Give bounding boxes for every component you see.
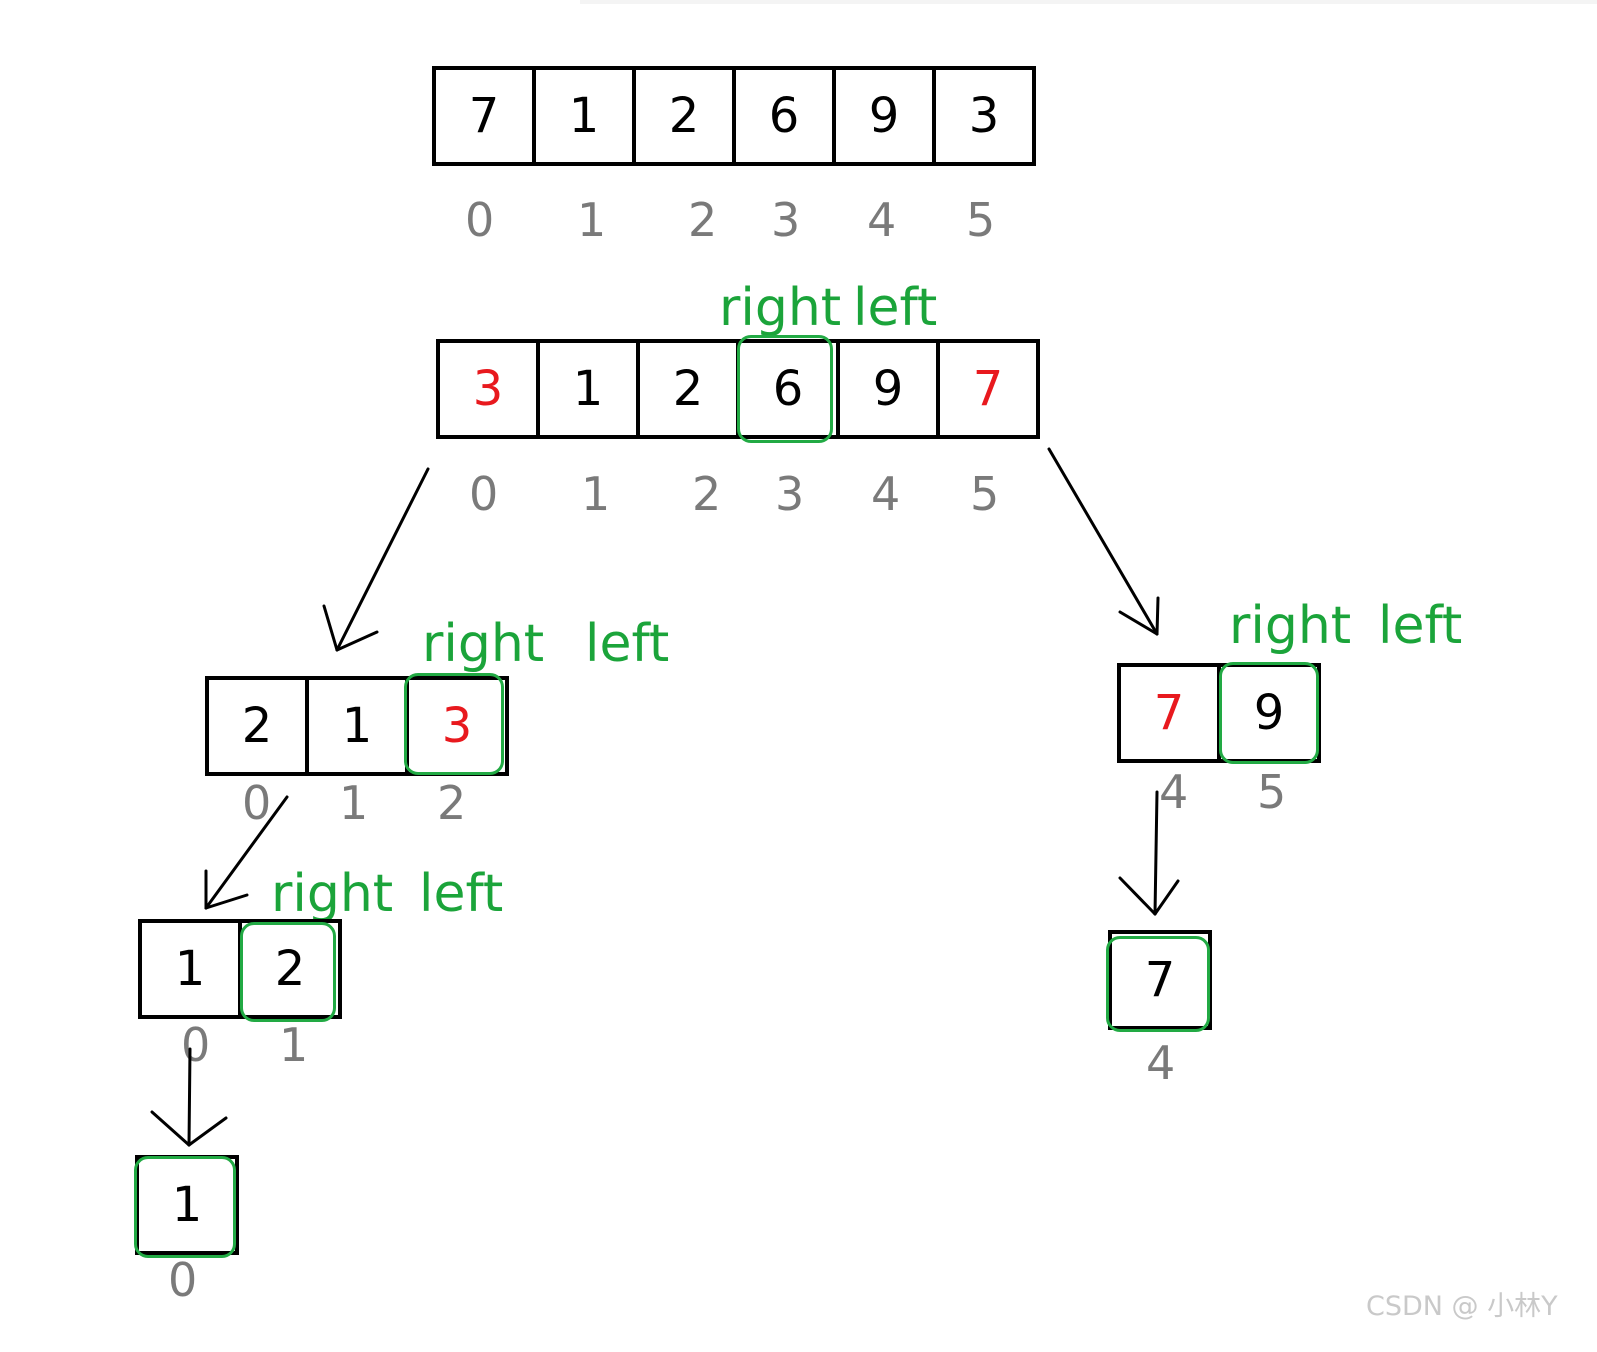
second-array-index: 1 — [581, 467, 611, 521]
arrow-to-leaf-left — [150, 1047, 228, 1147]
second-array-index: 5 — [970, 467, 1000, 521]
second-array-cell: 1 — [540, 343, 640, 435]
left-pointer-label: left — [585, 614, 670, 674]
arrow-to-left-subarray-2 — [204, 795, 289, 910]
leaf-right: 7 — [1108, 930, 1212, 1030]
leaf-right-cell: 7 — [1112, 934, 1212, 1026]
leaf-left-index: 0 — [168, 1253, 198, 1307]
right-subarray-cell: 9 — [1221, 667, 1321, 759]
second-array-index: 4 — [871, 467, 901, 521]
pivot-highlight — [404, 673, 504, 775]
top-array-index: 3 — [771, 193, 801, 247]
left-subarray-cell: 1 — [309, 680, 409, 772]
pivot-highlight — [134, 1156, 236, 1258]
top-edge-shade — [580, 0, 1597, 4]
pivot-highlight — [1106, 936, 1210, 1032]
right-subarray-index: 4 — [1159, 765, 1189, 819]
left-pointer-label: left — [853, 278, 938, 338]
leaf-right-index: 4 — [1146, 1036, 1176, 1090]
arrow-to-right-subarray — [1047, 447, 1160, 636]
top-array-index: 2 — [688, 193, 718, 247]
top-array-index: 1 — [577, 193, 607, 247]
left-subarray-index: 2 — [437, 776, 467, 830]
second-array-cell: 9 — [840, 343, 940, 435]
top-array-index: 4 — [867, 193, 897, 247]
right-pointer-label: right — [271, 864, 394, 924]
top-array: 7 1 2 6 9 3 — [432, 66, 1036, 166]
top-array-cell: 2 — [636, 70, 736, 162]
left-subarray-cell: 3 — [409, 680, 509, 772]
pivot-highlight — [240, 922, 336, 1022]
left-subarray-2-index: 0 — [181, 1018, 211, 1072]
right-pointer-label: right — [422, 614, 545, 674]
left-subarray-cell: 2 — [209, 680, 309, 772]
watermark: CSDN @ 小林Y — [1366, 1291, 1558, 1322]
second-array-cell: 6 — [740, 343, 840, 435]
pivot-highlight — [1219, 662, 1319, 764]
left-subarray-index: 0 — [242, 776, 272, 830]
second-array-cell: 3 — [440, 343, 540, 435]
left-pointer-label: left — [419, 864, 504, 924]
second-array-cell: 7 — [940, 343, 1040, 435]
arrow-to-leaf-right — [1118, 790, 1180, 916]
second-array-index: 3 — [775, 467, 805, 521]
top-array-index: 0 — [465, 193, 495, 247]
top-array-cell: 3 — [936, 70, 1036, 162]
left-subarray: 2 1 3 — [205, 676, 509, 776]
left-subarray-2-cell: 2 — [242, 923, 342, 1015]
top-array-cell: 9 — [836, 70, 936, 162]
arrow-to-left-subarray — [322, 467, 430, 652]
right-subarray-index: 5 — [1257, 765, 1287, 819]
right-pointer-label: right — [1229, 596, 1352, 656]
top-array-cell: 6 — [736, 70, 836, 162]
top-array-cell: 7 — [436, 70, 536, 162]
left-pointer-label: left — [1378, 596, 1463, 656]
top-array-cell: 1 — [536, 70, 636, 162]
top-array-index: 5 — [966, 193, 996, 247]
right-pointer-label: right — [719, 278, 842, 338]
second-array-index: 2 — [692, 467, 722, 521]
pivot-highlight — [737, 335, 833, 443]
second-array-index: 0 — [469, 467, 499, 521]
leaf-left-cell: 1 — [139, 1159, 239, 1251]
left-subarray-2-index: 1 — [279, 1018, 309, 1072]
left-subarray-index: 1 — [339, 776, 369, 830]
